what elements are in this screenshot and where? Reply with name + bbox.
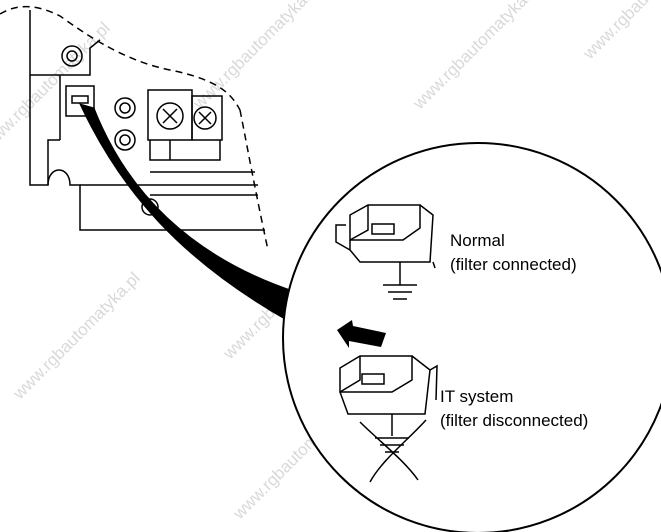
jumper-normal bbox=[335, 204, 436, 269]
label-it-subtitle: (filter disconnected) bbox=[440, 411, 588, 430]
housing-step bbox=[47, 139, 60, 185]
ground-symbol-icon bbox=[383, 262, 417, 300]
watermark-text: www.rgbautomatyka.pl bbox=[579, 0, 661, 64]
housing-cut-line-top bbox=[0, 5, 241, 111]
jumper-slot-inner bbox=[71, 95, 89, 104]
terminal-screw-inner bbox=[119, 134, 131, 146]
label-normal-subtitle: (filter connected) bbox=[450, 255, 577, 274]
screw-cross bbox=[198, 111, 212, 125]
watermark-text: www.rgbautomatyka.pl bbox=[9, 268, 144, 403]
label-it-title: IT system bbox=[440, 387, 513, 406]
screw-cross bbox=[162, 108, 178, 124]
jumper-slot bbox=[65, 85, 95, 117]
terminal-screw bbox=[114, 97, 136, 119]
device-housing bbox=[0, 5, 269, 251]
mounting-screw bbox=[141, 198, 159, 216]
top-screw-inner bbox=[66, 50, 78, 62]
terminal-screw-large bbox=[156, 102, 184, 130]
terminal-screw-large bbox=[193, 106, 217, 130]
jumper-it-system bbox=[339, 355, 438, 415]
housing-cut-line-right bbox=[239, 109, 269, 251]
label-normal-title: Normal bbox=[450, 231, 505, 250]
terminal-screw bbox=[114, 129, 136, 151]
move-arrow-icon bbox=[337, 320, 386, 348]
terminal-screw-inner bbox=[119, 102, 131, 114]
terminal-block bbox=[191, 95, 223, 141]
magnified-view-circle bbox=[282, 142, 661, 532]
watermark-text: www.rgbautomatyka.pl bbox=[409, 0, 544, 114]
housing-upper-block bbox=[29, 10, 101, 76]
ground-disconnected-icon bbox=[359, 414, 427, 483]
top-screw bbox=[61, 45, 83, 67]
terminal-block-base bbox=[149, 140, 221, 161]
